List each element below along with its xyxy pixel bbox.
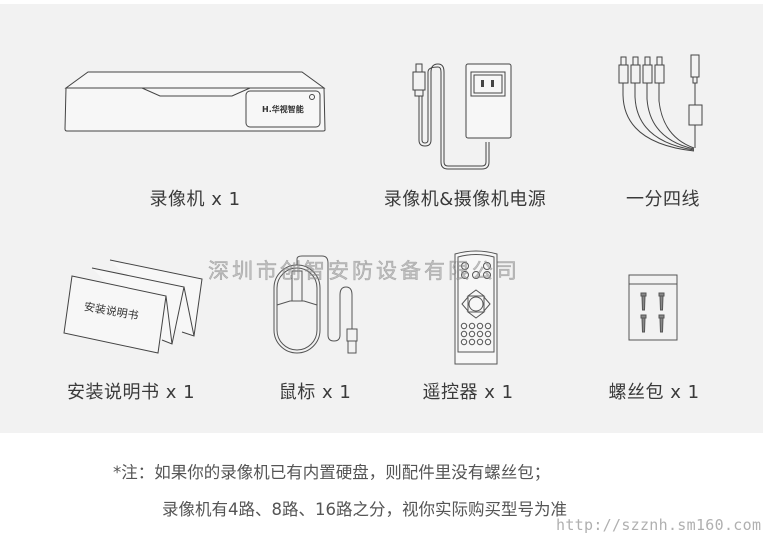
item-label: 录像机&摄像机电源 bbox=[383, 189, 547, 210]
screw-bag-icon bbox=[628, 274, 678, 341]
item-label: 录像机 x 1 bbox=[149, 189, 241, 210]
item-label: 鼠标 x 1 bbox=[278, 382, 352, 403]
power-adapter-icon bbox=[412, 62, 512, 168]
site-url-watermark: http://szznh.sm160.com bbox=[556, 516, 762, 534]
note-line-1: *注：如果你的录像机已有内置硬盘，则配件里没有螺丝包； bbox=[113, 463, 551, 482]
remote-control-icon bbox=[453, 248, 499, 366]
mouse-icon bbox=[272, 255, 357, 355]
item-label: 一分四线 bbox=[626, 189, 700, 210]
splitter-cable-icon bbox=[618, 55, 710, 155]
dvr-recorder-icon: H.华视智能 bbox=[64, 72, 326, 132]
note-line-2: 录像机有4路、8路、16路之分，视你实际购买型号为准 bbox=[162, 500, 567, 519]
item-label: 遥控器 x 1 bbox=[422, 382, 514, 403]
manual-icon: 安装说明书 bbox=[62, 260, 207, 355]
svg-text:H.华视智能: H.华视智能 bbox=[262, 104, 304, 114]
item-label: 螺丝包 x 1 bbox=[608, 382, 700, 403]
item-label: 安装说明书 x 1 bbox=[66, 382, 196, 403]
company-watermark: 深圳市创智安防设备有限公司 bbox=[208, 259, 520, 284]
